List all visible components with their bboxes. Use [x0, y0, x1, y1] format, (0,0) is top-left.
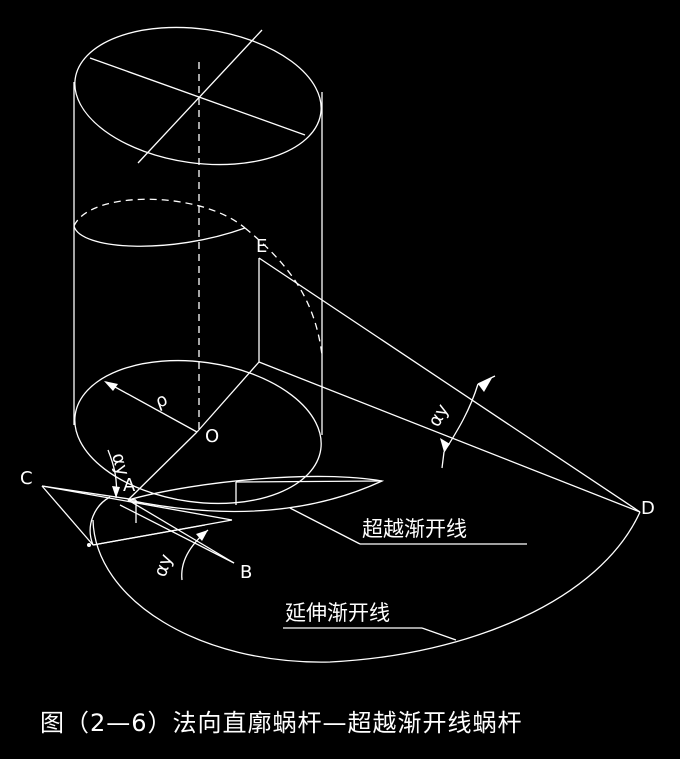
alpha-right-tick-1 [477, 375, 496, 385]
point-d-label: D [641, 498, 655, 519]
super-involute-label: 超越渐开线 [362, 517, 467, 541]
alpha-bottom-symbol: αy [150, 551, 178, 580]
extended-leader-diag [421, 627, 457, 641]
top-diameter-line-1 [89, 57, 306, 136]
c-line-1 [41, 485, 233, 521]
point-b-label: B [240, 562, 252, 583]
point-c-label: C [20, 468, 33, 489]
figure-caption: 图（2—6）法向直廓蜗杆—超越渐开线蜗杆 [40, 709, 523, 737]
top-diameter-line-2 [137, 29, 263, 164]
alpha-bottom-arrow [196, 530, 208, 541]
lower-cross-line-2 [92, 524, 206, 546]
c-line-2 [41, 485, 137, 501]
alpha-right-symbol: αy [424, 400, 454, 430]
o-to-a-line [127, 431, 198, 501]
e-to-d-line [258, 257, 641, 513]
point-a-label: A [123, 475, 136, 496]
mid-ellipse-front [73, 225, 246, 247]
small-curve-left [89, 496, 111, 546]
c-line-3 [41, 485, 94, 546]
alpha-bottom-arc [181, 529, 209, 581]
alpha-right-arrow-1 [478, 378, 492, 392]
alpha-right-tick-2 [441, 451, 445, 469]
cylinder-bottom-ellipse [74, 359, 322, 505]
point-e-label: E [256, 236, 267, 257]
helix-hidden-curve [244, 227, 323, 356]
alpha-top-arrow [112, 486, 120, 498]
a-to-b-line-2 [119, 504, 235, 564]
extended-involute-label: 延伸渐开线 [285, 601, 390, 625]
a-to-b-line [127, 499, 235, 564]
point-marker [87, 543, 91, 547]
mid-ellipse-hidden [73, 198, 246, 229]
radius-arrow [104, 381, 118, 391]
alpha-right-arrow-2 [440, 438, 450, 452]
base-to-d-line [258, 361, 641, 513]
point-o-label: O [205, 426, 219, 447]
o-to-e-base-line [196, 361, 260, 433]
lens-top-line [235, 480, 383, 483]
cylinder-top-ellipse [74, 26, 322, 166]
extended-involute-curve [92, 511, 641, 663]
super-leader-diag [289, 507, 361, 545]
radius-rho-line [105, 381, 198, 433]
